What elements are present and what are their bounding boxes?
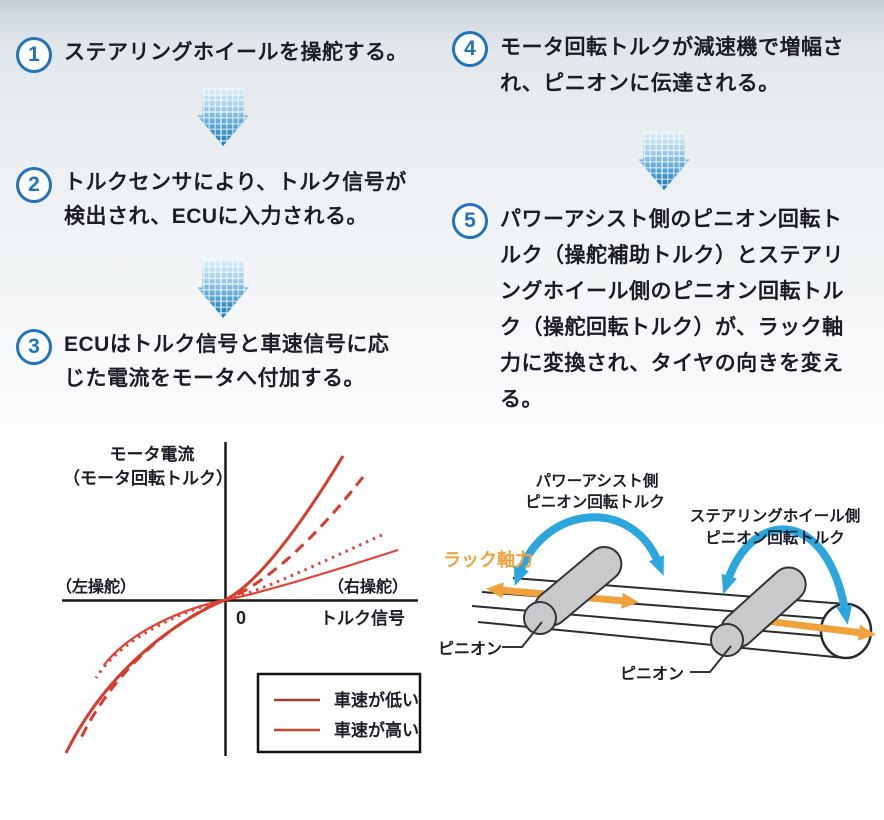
step-1: 1 ステアリングホイールを操舵する。 [16,36,408,73]
pinion-end-face [523,601,557,635]
assist-side-label-line1: パワーアシスト側 [536,471,659,490]
legend-box [256,672,422,754]
step-5-number-badge: 5 [452,203,488,239]
pinion-end-face [710,623,744,657]
pinion-label-left: ピニオン [438,640,502,658]
legend-label-low-speed: 車速が低い [334,690,419,710]
origin-label: 0 [236,608,246,628]
pinion-label-right: ピニオン [620,665,684,683]
step-4-text: モータ回転トルクが減速機で増幅され、ピニオンに伝達される。 [500,36,844,95]
chart-title-line2: （モータ回転トルク） [63,468,233,488]
rack-pinion-illustration: パワーアシスト側 ピニオン回転トルク ステアリングホイール側 ピニオン回転トルク… [438,471,876,683]
down-arrow-icon [197,260,249,318]
pinion-steering-side [710,566,807,657]
rotation-arrow-assist [513,513,664,587]
step-4: 4 モータ回転トルクが減速機で増幅され、ピニオンに伝達される。 [452,30,858,102]
step-1-number-badge: 1 [16,37,52,73]
steering-side-label-line1: ステアリングホイール側 [690,506,861,525]
step-3: 3 ECUはトルク信号と車速信号に応じた電流をモータへ付加する。 [16,328,408,396]
chart-title-line1: モータ電流 [110,444,195,464]
legend-label-high-speed: 車速が高い [334,720,419,740]
x-axis-label: トルク信号 [320,608,405,628]
assist-side-label-line2: ピニオン回転トルク [525,493,665,511]
step-3-number-badge: 3 [16,329,52,365]
chart-legend: 車速が低い 車速が高い [256,672,422,754]
step-2: 2 トルクセンサにより、トルク信号が検出され、ECUに入力される。 [16,166,408,234]
x-right-annotation: （右操舵） [328,577,408,596]
x-left-annotation: （左操舵） [56,577,136,596]
curve-high-speed-thin [103,548,399,666]
rack-force-label: ラック軸力 [443,549,533,570]
step-5-text: パワーアシスト側のピニオン回転トルク（操舵補助トルク）とステアリングホイール側の… [500,208,844,411]
step-4-number-badge: 4 [452,31,488,67]
step-5: 5 パワーアシスト側のピニオン回転トルク（操舵補助トルク）とステアリングホイール… [452,202,858,418]
pinion-right-leader-line [690,645,732,673]
down-arrow-icon [197,88,249,146]
rotation-arrow-steering [721,525,853,625]
pinion-left-leader-line [502,621,543,648]
step-1-text: ステアリングホイールを操舵する。 [64,41,408,64]
step-2-text: トルクセンサにより、トルク信号が検出され、ECUに入力される。 [64,171,407,228]
steering-side-label-line2: ピニオン回転トルク [705,529,845,547]
down-arrow-icon [638,132,690,190]
step-2-number-badge: 2 [16,167,52,203]
motor-current-chart: モータ電流 （モータ回転トルク） （左操舵） （右操舵） 0 トルク信号 車速が… [56,442,422,756]
step-3-text: ECUはトルク信号と車速信号に応じた電流をモータへ付加する。 [64,333,390,390]
